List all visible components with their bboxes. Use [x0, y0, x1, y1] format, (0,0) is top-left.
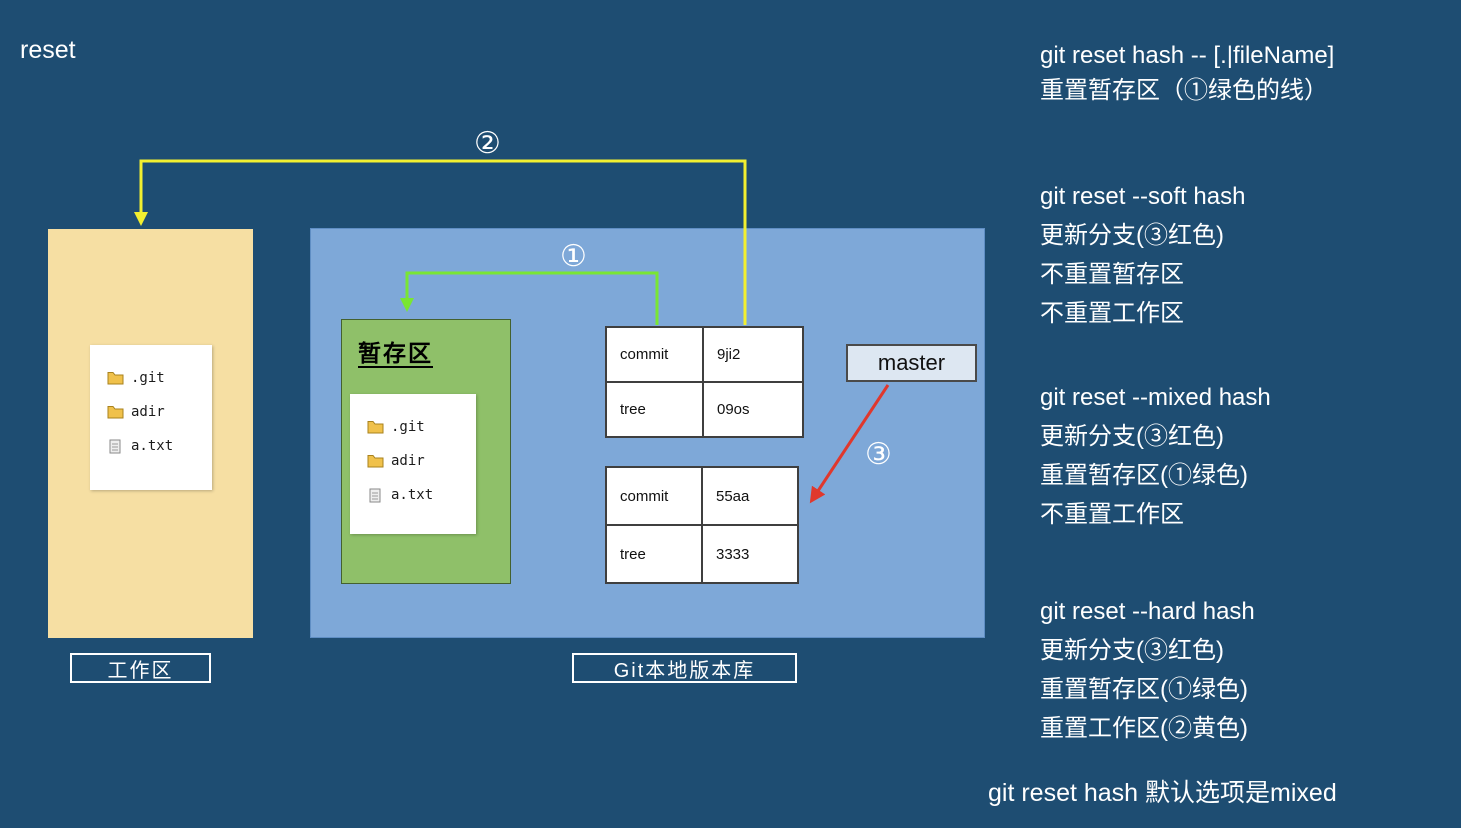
table-cell-key: tree [606, 382, 703, 437]
repo-box: 暂存区 .git adir [310, 228, 985, 638]
marker-circle-1: ① [560, 239, 587, 274]
table-cell-key: tree [606, 525, 702, 583]
table-cell-value: 09os [703, 382, 803, 437]
file-name: .git [131, 370, 165, 386]
footer-note: git reset hash 默认选项是mixed [988, 779, 1337, 807]
file-name: adir [131, 404, 165, 420]
note-line: 重置暂存区(①绿色) [1040, 676, 1248, 703]
working-files-panel: .git adir a.txt [90, 345, 212, 490]
note-line: git reset --mixed hash [1040, 384, 1271, 411]
file-name: adir [391, 453, 425, 469]
folder-icon [366, 454, 384, 468]
marker-circle-3: ③ [865, 437, 892, 472]
table-cell-key: commit [606, 467, 702, 525]
file-icon [106, 439, 124, 454]
folder-icon [106, 371, 124, 385]
file-icon [366, 488, 384, 503]
master-branch-label: master [846, 344, 977, 382]
note-line: 更新分支(③红色) [1040, 637, 1224, 664]
note-reset-default: git reset hash -- [.|fileName] 重置暂存区（①绿色… [1040, 38, 1334, 108]
file-row: a.txt [366, 478, 476, 512]
note-line: 更新分支(③红色) [1040, 222, 1224, 249]
file-row: .git [366, 410, 476, 444]
note-line: 更新分支(③红色) [1040, 423, 1224, 450]
repo-caption: Git本地版本库 [572, 653, 797, 683]
file-row: adir [106, 395, 212, 429]
commit-table-1: commit 9ji2 tree 09os [605, 326, 804, 438]
note-line: 不重置工作区 [1040, 300, 1184, 327]
note-line: 重置暂存区（①绿色的线） [1040, 77, 1328, 104]
commit-table-2: commit 55aa tree 3333 [605, 466, 799, 584]
note-line: git reset --soft hash [1040, 183, 1246, 210]
staging-area-box: 暂存区 .git adir [341, 319, 511, 584]
page-title: reset [20, 36, 76, 64]
file-row: .git [106, 361, 212, 395]
folder-icon [106, 405, 124, 419]
working-area-caption: 工作区 [70, 653, 211, 683]
working-area-box: .git adir a.txt [48, 229, 253, 638]
file-row: a.txt [106, 429, 212, 463]
note-line: 不重置暂存区 [1040, 261, 1184, 288]
note-line: git reset --hard hash [1040, 598, 1255, 625]
staging-files-panel: .git adir a.txt [350, 394, 476, 534]
file-name: a.txt [391, 487, 434, 503]
note-line: git reset hash -- [.|fileName] [1040, 42, 1335, 69]
staging-area-title: 暂存区 [358, 340, 433, 366]
table-cell-value: 9ji2 [703, 327, 803, 382]
note-reset-hard: git reset --hard hash 更新分支(③红色) 重置暂存区(①绿… [1040, 592, 1255, 748]
file-name: a.txt [131, 438, 174, 454]
file-row: adir [366, 444, 476, 478]
note-line: 重置暂存区(①绿色) [1040, 462, 1248, 489]
note-reset-soft: git reset --soft hash 更新分支(③红色) 不重置暂存区 不… [1040, 177, 1245, 333]
table-cell-value: 55aa [702, 467, 798, 525]
marker-circle-2: ② [474, 126, 501, 161]
table-cell-value: 3333 [702, 525, 798, 583]
note-line: 重置工作区(②黄色) [1040, 715, 1248, 742]
note-line: 不重置工作区 [1040, 501, 1184, 528]
note-reset-mixed: git reset --mixed hash 更新分支(③红色) 重置暂存区(①… [1040, 378, 1271, 534]
folder-icon [366, 420, 384, 434]
file-name: .git [391, 419, 425, 435]
table-cell-key: commit [606, 327, 703, 382]
